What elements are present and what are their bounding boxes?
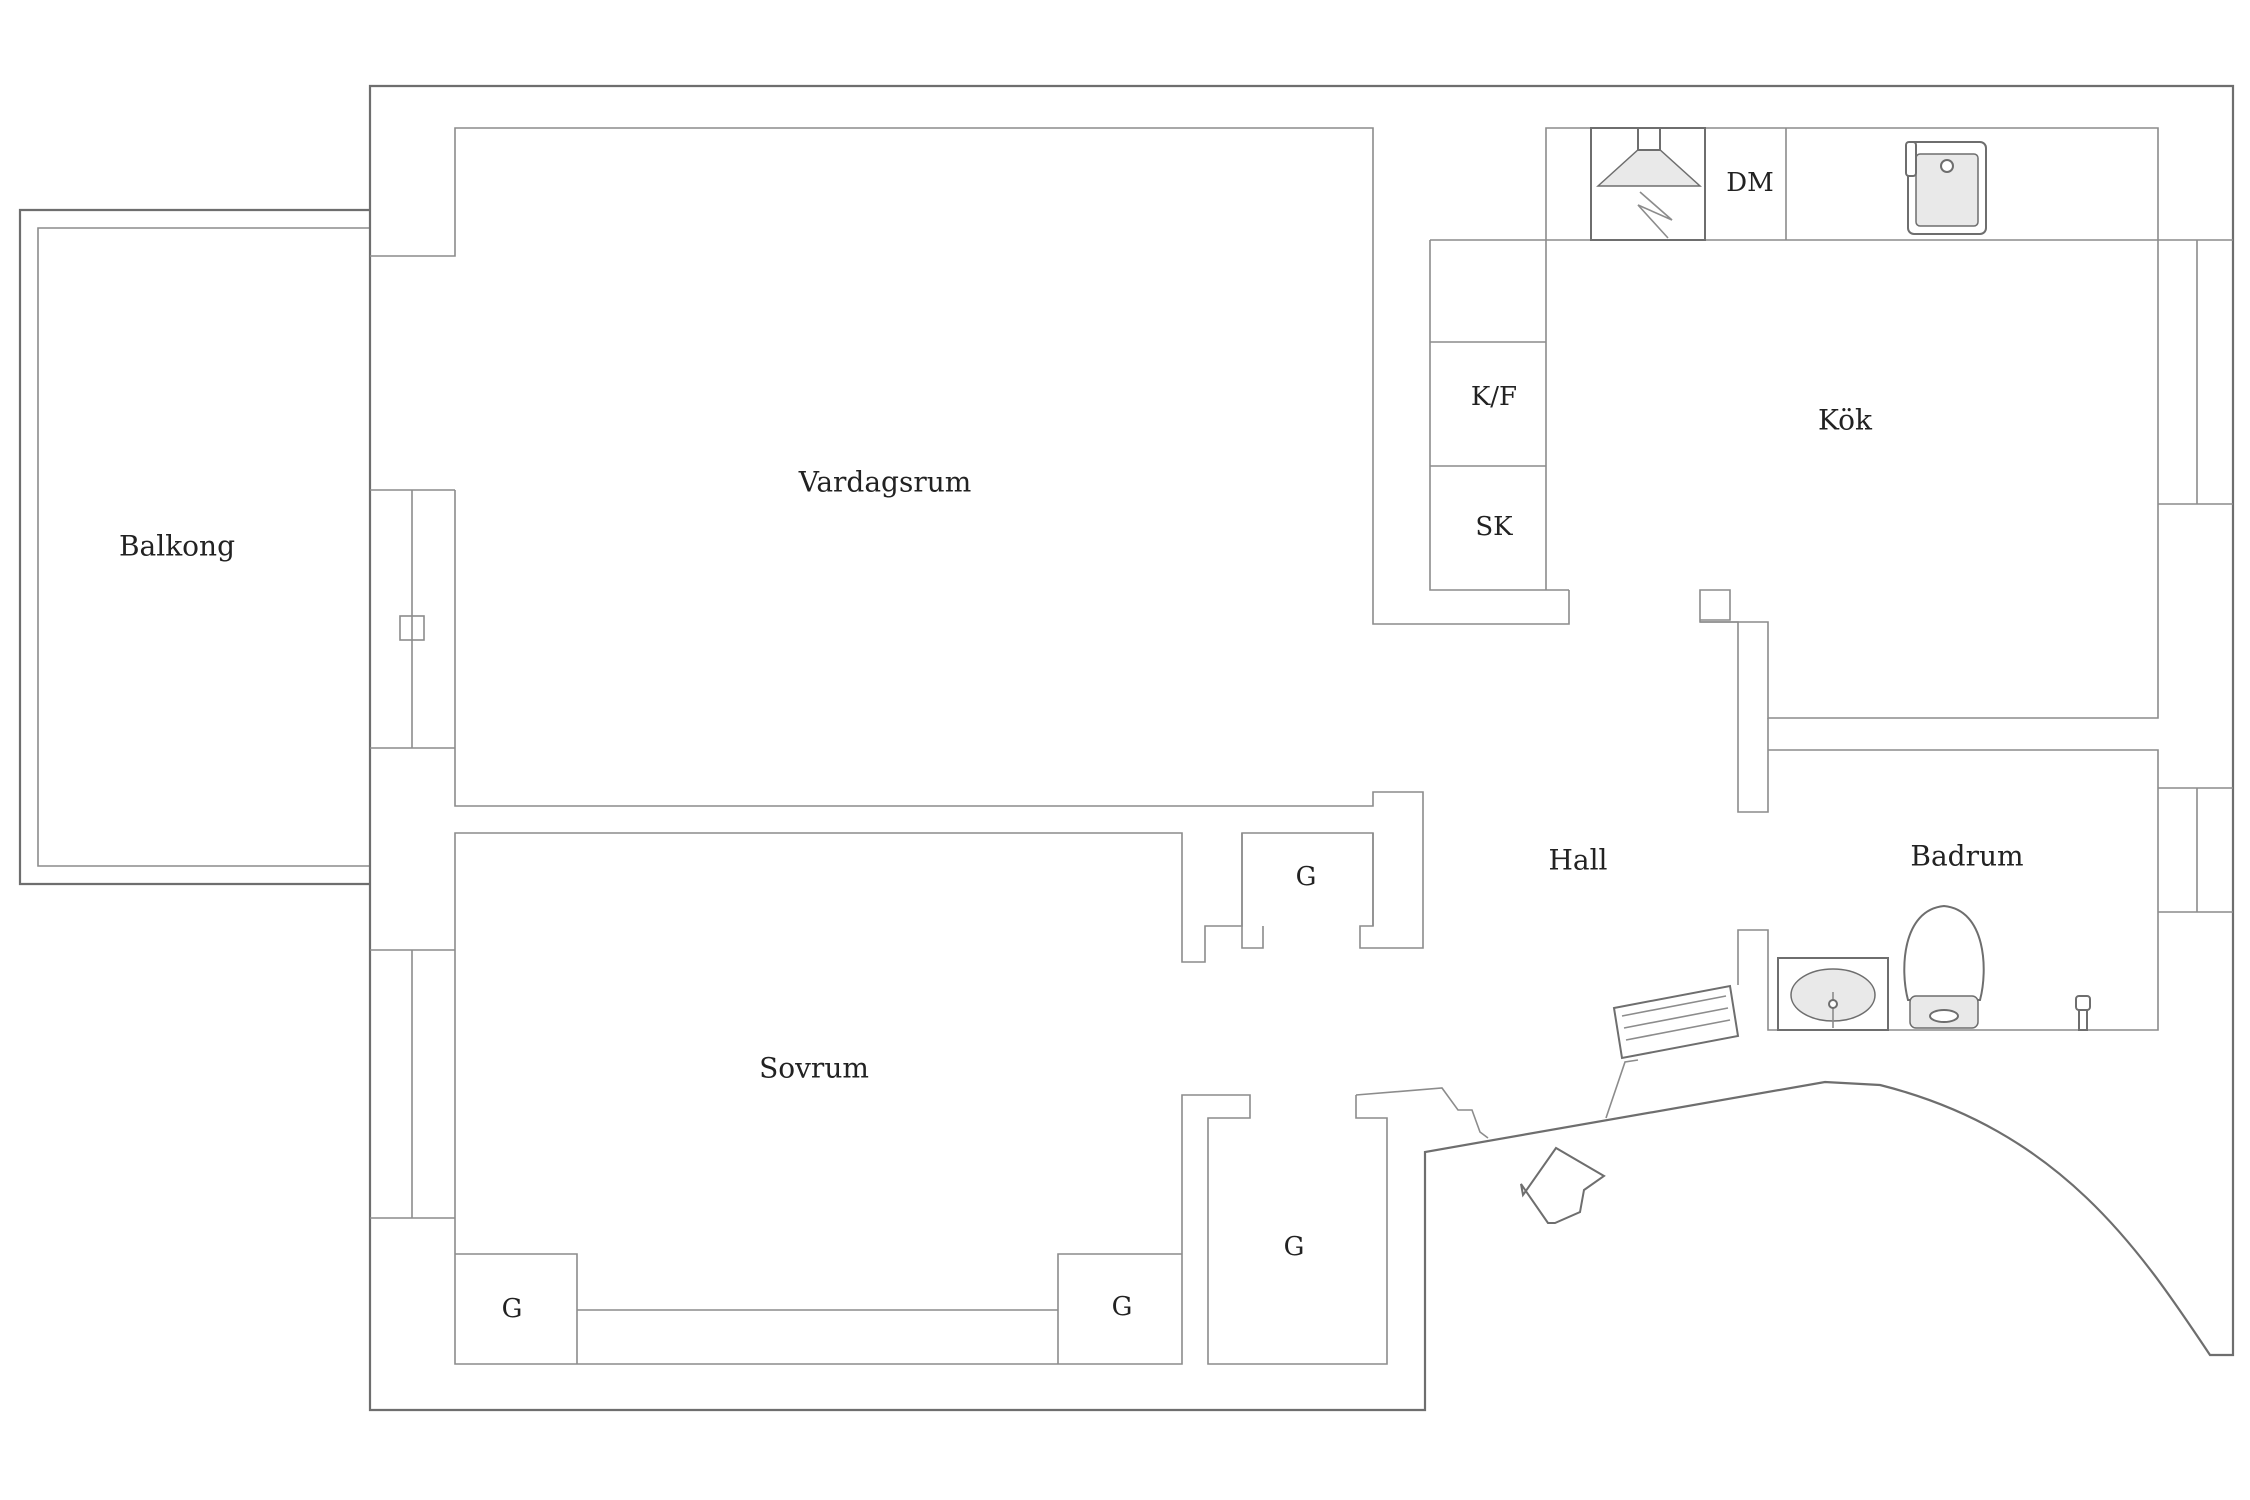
appliance-label-kf: K/F xyxy=(1471,382,1517,412)
room-label-kok: Kök xyxy=(1818,404,1873,437)
closet-label-lower: G xyxy=(1284,1232,1305,1262)
closet-label-sovrum-right: G xyxy=(1112,1292,1133,1322)
floor-drain-icon xyxy=(2075,995,2091,1031)
kitchen-sink-icon xyxy=(1905,141,1987,235)
balcony xyxy=(18,208,370,886)
outer-wall xyxy=(368,84,2235,1412)
appliance-label-dm: DM xyxy=(1726,168,1773,198)
appliance-label-sk: SK xyxy=(1475,512,1513,542)
room-label-vardagsrum: Vardagsrum xyxy=(798,466,972,499)
badrum-walls xyxy=(1700,621,2233,1031)
room-label-hall: Hall xyxy=(1548,844,1607,877)
range-hood-icon xyxy=(1590,127,1706,241)
vardagsrum-walls xyxy=(454,490,1424,949)
room-label-badrum: Badrum xyxy=(1910,840,2023,873)
closet-label-hall: G xyxy=(1296,862,1317,892)
room-label-balkong: Balkong xyxy=(119,530,235,563)
sovrum-wardrobes xyxy=(455,1253,1182,1364)
room-label-sovrum: Sovrum xyxy=(759,1052,869,1085)
west-windows xyxy=(370,127,1570,1219)
radiator-icon xyxy=(1612,984,1740,1060)
closet-label-sovrum-left: G xyxy=(502,1294,523,1324)
washbasin-icon xyxy=(1777,957,1889,1031)
toilet-icon xyxy=(1903,904,1985,1029)
entrance-door xyxy=(1355,1059,1639,1139)
hall-closet xyxy=(454,832,1388,1365)
entrance-arrow-icon xyxy=(1520,1146,1606,1224)
